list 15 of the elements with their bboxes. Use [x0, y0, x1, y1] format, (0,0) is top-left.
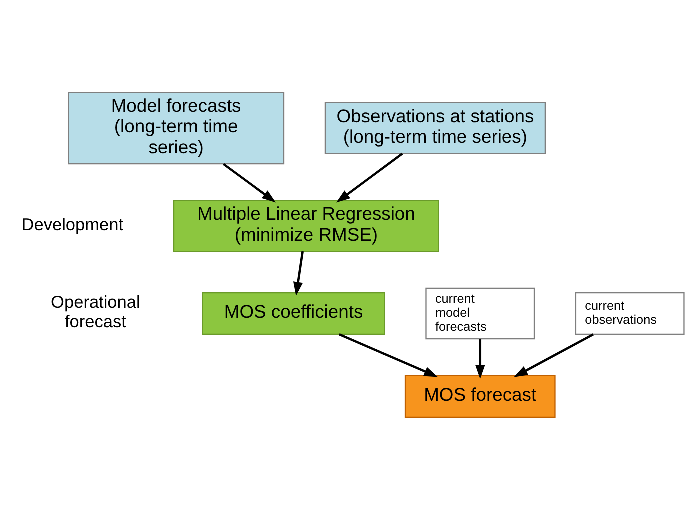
arrow — [223, 162, 276, 202]
node-box: Model forecasts (long-term time series) — [68, 92, 285, 164]
node-box: MOS forecast — [404, 374, 556, 418]
label: Development — [22, 214, 124, 234]
node-box: Multiple Linear Regression (minimize RMSE) — [173, 200, 440, 252]
arrow — [338, 333, 438, 377]
node-box: current observations — [575, 292, 685, 335]
node-box: MOS coefficients — [202, 292, 386, 335]
arrow — [476, 338, 486, 379]
arrow — [336, 152, 404, 202]
node-box: Observations at stations (long-term time series) — [324, 102, 546, 154]
arrow — [293, 250, 304, 296]
label: Operational forecast — [51, 291, 140, 332]
arrow — [514, 333, 594, 377]
node-box: current model forecasts — [426, 287, 536, 340]
